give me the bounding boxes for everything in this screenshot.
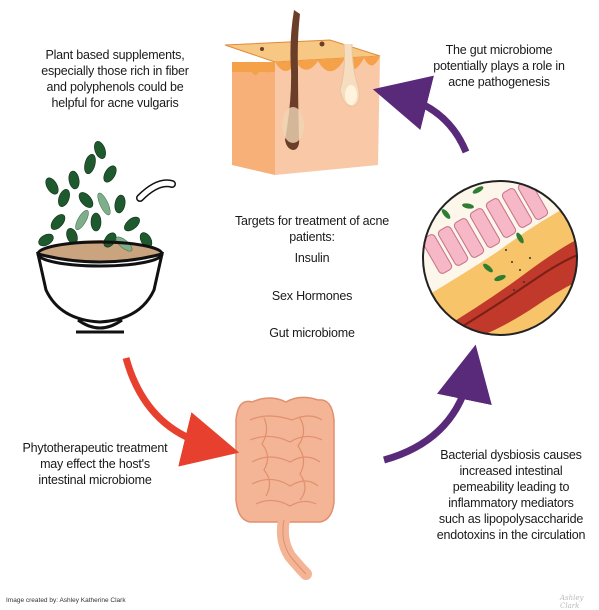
gut-lining-magnified-icon bbox=[420, 179, 580, 340]
skin-cross-section-icon bbox=[225, 10, 380, 175]
red-arrow-to-intestine bbox=[126, 358, 212, 446]
target-insulin: Insulin bbox=[212, 250, 412, 266]
intestine-icon bbox=[236, 397, 334, 574]
target-sex-hormones: Sex Hormones bbox=[212, 288, 412, 304]
targets-title: Targets for treatment of acne patients: bbox=[212, 213, 412, 245]
herb-mortar-bowl-icon bbox=[37, 140, 172, 332]
plant-supplements-text: Plant based supplements, especially thos… bbox=[30, 47, 200, 111]
gut-microbiome-role-text: The gut microbiome potentially plays a r… bbox=[430, 42, 568, 90]
purple-arrow-to-skin bbox=[400, 96, 466, 152]
target-gut-microbiome: Gut microbiome bbox=[212, 325, 412, 341]
dysbiosis-text: Bacterial dysbiosis causes increased int… bbox=[436, 447, 586, 543]
phytotherapeutic-text: Phytotherapeutic treatment may effect th… bbox=[20, 440, 170, 488]
image-credit: Image created by: Ashley Katherine Clark bbox=[6, 597, 126, 604]
